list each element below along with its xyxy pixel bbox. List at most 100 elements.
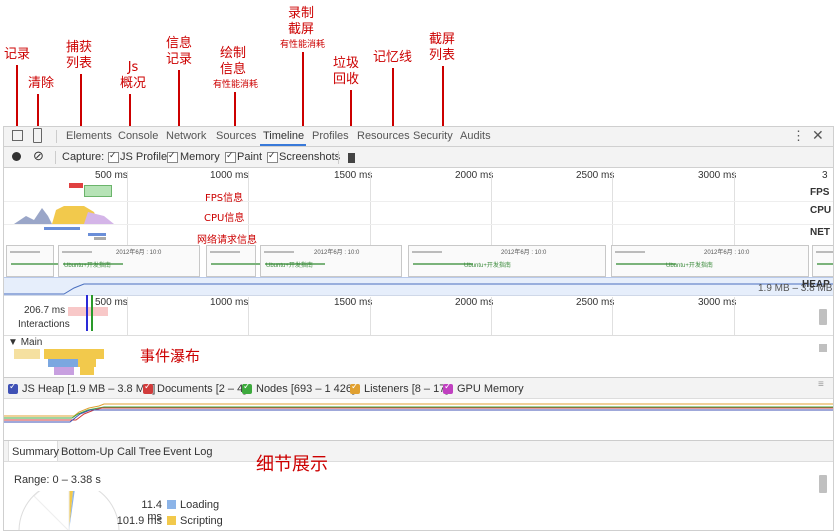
tab-bar: Elements Console Network Sources Timelin…: [4, 127, 833, 147]
tab-call-tree[interactable]: Call Tree: [117, 446, 162, 458]
annotation-record: 记录: [4, 47, 31, 62]
tab-bottom-up[interactable]: Bottom-Up: [61, 446, 114, 458]
listeners-label[interactable]: Listeners [8 – 17]: [364, 383, 449, 395]
paint-checkbox[interactable]: [225, 150, 236, 163]
documents-label[interactable]: Documents [2 – 4]: [157, 383, 247, 395]
screenshot-thumbnail[interactable]: [206, 245, 271, 277]
main-thread-scrollbar[interactable]: [819, 344, 827, 352]
thumbnail-subtitle: Ubuntu+开发指南: [666, 263, 713, 269]
memory-checkbox[interactable]: [167, 150, 178, 163]
js-heap-label[interactable]: JS Heap [1.9 MB – 3.8 MB]: [22, 383, 156, 395]
tab-event-log[interactable]: Event Log: [163, 446, 213, 458]
counters-legend: [4, 377, 833, 399]
frame-duration-label: 206.7 ms: [24, 305, 66, 316]
annotation-line-js: [129, 94, 131, 152]
overview-ruler: 500 ms 1000 ms 1500 ms 2000 ms 2500 ms 3…: [4, 168, 833, 181]
net-overview: NET: [4, 225, 833, 241]
details-scrollbar[interactable]: [819, 475, 827, 493]
details-tabbar: [4, 441, 833, 462]
screenshot-thumbnail[interactable]: [260, 245, 402, 277]
thumbnail-subtitle: Ubuntu+开发指南: [64, 263, 111, 269]
thumbnail-title: 2012年6月 : 10:0: [704, 250, 750, 256]
ruler-label: 500 ms: [95, 297, 128, 308]
main-thread-track[interactable]: ▼ Main: [4, 335, 833, 378]
tab-audits[interactable]: Audits: [460, 130, 491, 142]
listeners-checkbox[interactable]: [350, 381, 360, 394]
ruler-label: 1500 ms: [334, 170, 373, 181]
annotation-line-record: [16, 65, 18, 151]
tab-timeline[interactable]: Timeline: [263, 130, 305, 142]
net-label: NET: [810, 227, 830, 238]
screenshot-thumbnail[interactable]: [812, 245, 833, 277]
summary-range: Range: 0 – 3.38 s: [14, 474, 101, 486]
js-profile-label[interactable]: JS Profile: [120, 151, 168, 163]
main-thread-label[interactable]: ▼ Main: [8, 337, 43, 348]
screenshots-label[interactable]: Screenshots: [279, 151, 341, 163]
screenshot-thumbnail[interactable]: [611, 245, 809, 277]
ruler-label: 2000 ms: [455, 297, 494, 308]
fps-overview: FPS: [4, 183, 833, 202]
active-tab-indicator: [260, 144, 306, 146]
js-profile-checkbox[interactable]: [108, 150, 119, 163]
tab-sources[interactable]: Sources: [216, 130, 257, 142]
heap-range-label: 1.9 MB – 3.8 MB: [758, 283, 833, 294]
gpu-memory-label[interactable]: GPU Memory: [457, 383, 524, 395]
annotation-line-paint: [234, 92, 236, 152]
summary-pie: [18, 491, 120, 530]
heap-overview: 1.9 MB – 3.8 MB HEAP: [4, 277, 833, 296]
record-button[interactable]: [12, 152, 21, 161]
fps-label: FPS: [810, 187, 830, 198]
ruler-label: 2500 ms: [576, 297, 615, 308]
screenshot-thumbnail[interactable]: [58, 245, 200, 277]
ruler-label: 500 ms: [95, 170, 128, 181]
screenshots-checkbox[interactable]: [267, 150, 278, 163]
ruler-label: 3000 ms: [698, 297, 737, 308]
summary-scripting-value: 101.9 ms: [116, 515, 162, 527]
tab-profiles[interactable]: Profiles: [312, 130, 349, 142]
annotation-line-gc: [350, 90, 352, 152]
thumbnail-title: 2012年6月 : 10:0: [116, 250, 162, 256]
ruler-label: 2000 ms: [455, 170, 494, 181]
marker-line: [86, 295, 88, 331]
ruler-label: 3: [822, 170, 828, 181]
nodes-checkbox[interactable]: [242, 381, 252, 394]
scripting-color-swatch: [167, 516, 176, 525]
tab-security[interactable]: Security: [413, 130, 453, 142]
counter-graph: [4, 398, 833, 440]
legend-resize-handle[interactable]: ≡: [818, 379, 824, 390]
inspect-element-icon[interactable]: [12, 130, 23, 141]
annotation-event-waterfall: 事件瀑布: [140, 347, 201, 365]
flamechart-scrollbar[interactable]: [819, 309, 827, 325]
tab-network[interactable]: Network: [166, 130, 207, 142]
tab-elements[interactable]: Elements: [66, 130, 112, 142]
ruler-label: 1000 ms: [210, 297, 249, 308]
clear-button[interactable]: ⊘: [33, 148, 44, 163]
close-icon[interactable]: ✕: [812, 127, 824, 143]
timeline-toolbar: ⊘ Capture: JS Profile Memory Paint Scree…: [4, 147, 833, 168]
memory-label[interactable]: Memory: [180, 151, 220, 163]
paint-label[interactable]: Paint: [237, 151, 263, 163]
nodes-label[interactable]: Nodes [693 – 1 426]: [256, 383, 356, 395]
trash-icon[interactable]: [348, 153, 355, 163]
screenshot-thumbnail[interactable]: [408, 245, 606, 277]
js-heap-checkbox[interactable]: [8, 381, 18, 394]
thumbnail-title: 2012年6月 : 10:0: [314, 250, 360, 256]
annotation-paint-cost: 有性能消耗: [213, 80, 259, 90]
tab-console[interactable]: Console: [118, 130, 159, 142]
loading-color-swatch: [167, 500, 176, 509]
annotation-gc: 垃圾回收: [333, 56, 360, 87]
device-mode-icon[interactable]: [33, 128, 42, 143]
screenshot-thumbnail[interactable]: [6, 245, 71, 277]
more-menu-icon[interactable]: ⋮: [792, 128, 805, 143]
documents-checkbox[interactable]: [143, 381, 153, 394]
gpu-memory-checkbox[interactable]: [443, 381, 453, 394]
tab-resources[interactable]: Resources: [357, 130, 410, 142]
ruler-label: 1000 ms: [210, 170, 249, 181]
marker-line: [91, 295, 93, 331]
ruler-label: 2500 ms: [576, 170, 615, 181]
thumbnail-subtitle: Ubuntu+开发指南: [464, 263, 511, 269]
summary-scripting-label: Scripting: [180, 515, 223, 527]
annotation-line-clear: [37, 94, 39, 152]
capture-label: Capture:: [62, 151, 105, 163]
tab-summary[interactable]: Summary: [12, 446, 60, 458]
